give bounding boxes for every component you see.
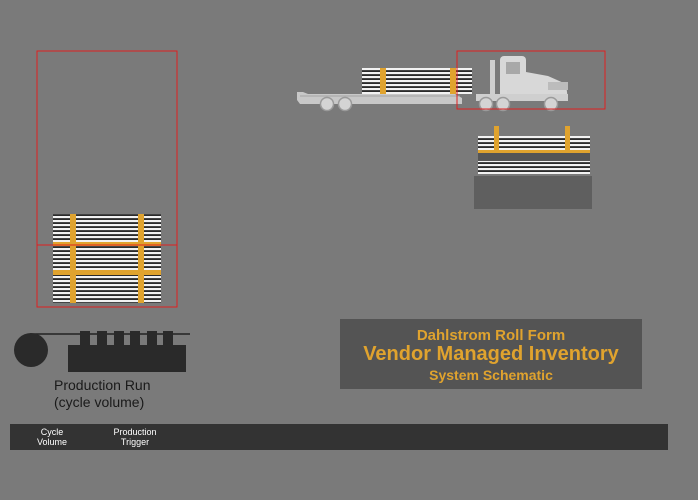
company-name: Dahlstrom Roll Form — [416, 327, 566, 344]
warehouse-platform — [474, 176, 592, 209]
coil-reel-icon — [14, 333, 48, 367]
step-production-trigger-line2: Trigger — [120, 437, 150, 447]
highlight-box-truck — [456, 50, 606, 110]
truck-icon — [297, 56, 568, 112]
step-cycle-volume-line1: Cycle — [40, 427, 64, 437]
step-navigation-bar: Cycle Volume Production Trigger — [10, 424, 668, 450]
production-run-line1: Production Run — [54, 377, 151, 393]
diagram-headline: Vendor Managed Inventory — [363, 343, 619, 365]
title-panel: Dahlstrom Roll Form Vendor Managed Inven… — [340, 319, 642, 389]
production-run-label: Production Run (cycle volume) — [54, 377, 151, 411]
bundle-spacer — [53, 270, 161, 275]
step-production-trigger-line1: Production — [113, 427, 157, 437]
step-cycle-volume-line2: Volume — [36, 437, 68, 447]
step-cycle-volume[interactable]: Cycle Volume — [28, 427, 76, 447]
step-production-trigger[interactable]: Production Trigger — [106, 427, 164, 447]
diagram-subheadline: System Schematic — [429, 367, 553, 383]
production-run-line2: (cycle volume) — [54, 394, 145, 410]
coil-bundle-middle — [53, 246, 161, 270]
roll-form-machine — [14, 331, 190, 372]
coil-bundle-top — [53, 214, 161, 242]
production-stack — [53, 214, 161, 303]
vendor-inventory-stack — [474, 126, 592, 209]
highlight-box-cycle-volume — [36, 50, 178, 308]
bundle-spacer — [53, 242, 161, 246]
coil-bundle-bottom — [53, 275, 161, 303]
